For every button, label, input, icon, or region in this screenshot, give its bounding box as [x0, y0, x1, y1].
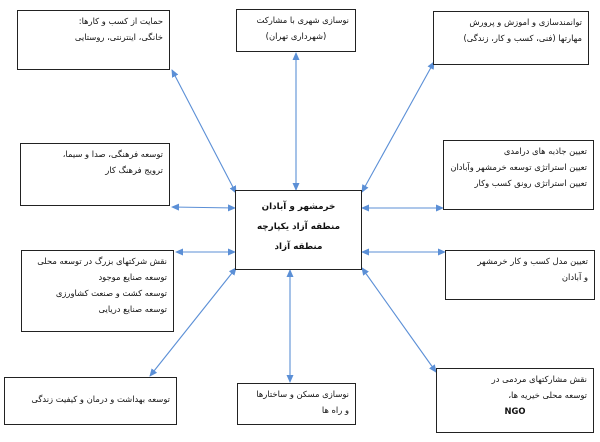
- node-line: تعیین مدل کسب و کار خرمشهر: [477, 256, 588, 266]
- node-line: حمایت از کسب و کارها:: [78, 16, 163, 26]
- node-line: نوسازی شهری با مشارکت: [256, 15, 349, 25]
- node-line: خانگی، اینترنتی، روستایی: [74, 31, 163, 42]
- node-line: تعیین استراتژی رونق کسب وکار: [474, 177, 588, 188]
- central-node-line: منطقه آزاد یکپارچه: [256, 222, 341, 233]
- central-node-line: خرمشهر و آبادان: [261, 202, 336, 212]
- node-line: تعیین استراتژی توسعه خرمشهر وآبادان: [450, 161, 587, 172]
- node-line: نوسازی مسکن و ساختارها: [256, 389, 349, 399]
- node-line: و راه ها: [321, 404, 349, 415]
- node-line: تعیین جاذبه های درامدی: [503, 146, 587, 156]
- node-line: توسعه بهداشت و درمان و کیفیت زندگی: [31, 394, 170, 404]
- node-strategy: تعیین جاذبه های درامدی تعیین استراتژی تو…: [443, 140, 594, 210]
- node-urban-renewal: نوسازی شهری با مشارکت (شهرداری تهران): [236, 9, 356, 52]
- node-line: نقش مشارکتهای مردمی در: [491, 374, 587, 384]
- node-line: توانمندسازی و اموزش و پرورش: [469, 17, 582, 27]
- node-line: و آبادان: [561, 271, 588, 282]
- central-node-line: منطقه آزاد: [274, 242, 323, 253]
- node-housing-renewal: نوسازی مسکن و ساختارها و راه ها: [237, 383, 356, 425]
- central-node-free-zone: خرمشهر و آبادان منطقه آزاد یکپارچه منطقه…: [235, 190, 362, 270]
- node-line: توسعه صنایع موجود: [98, 271, 167, 282]
- node-health-quality: توسعه بهداشت و درمان و کیفیت زندگی: [4, 377, 177, 425]
- node-line: توسعه محلی خیریه ها،: [508, 389, 587, 400]
- node-line: توسعه صنایع دریایی: [98, 303, 167, 314]
- node-line: نقش شرکتهای بزرگ در توسعه محلی: [37, 256, 167, 266]
- connector-arrow-bottom-left: [149, 267, 237, 377]
- connector-arrow-bottom-right: [361, 267, 437, 373]
- node-cultural-development: توسعه فرهنگی، صدا و سیما، ترویج فرهنگ کا…: [20, 143, 170, 206]
- node-line: (شهرداری تهران): [265, 30, 327, 41]
- node-skills-training: توانمندسازی و اموزش و پرورش مهارتها (فنی…: [433, 11, 589, 65]
- node-line: توسعه کشت و صنعت کشاورزی: [55, 287, 167, 298]
- node-line: توسعه فرهنگی، صدا و سیما،: [62, 149, 163, 159]
- node-line: NGO: [504, 405, 526, 416]
- connector-arrow-top-left: [171, 69, 237, 194]
- connector-arrow-mid-left: [171, 203, 236, 212]
- node-large-companies: نقش شرکتهای بزرگ در توسعه محلی توسعه صنا…: [21, 250, 174, 332]
- node-business-model: تعیین مدل کسب و کار خرمشهر و آبادان: [445, 250, 595, 300]
- node-business-support: حمایت از کسب و کارها: خانگی، اینترنتی، ر…: [17, 10, 170, 70]
- node-public-participation: نقش مشارکتهای مردمی در توسعه محلی خیریه …: [436, 368, 594, 433]
- connector-arrow-top-right: [361, 61, 435, 193]
- node-line: ترویج فرهنگ کار: [105, 164, 163, 175]
- node-line: مهارتها (فنی، کسب و کار، زندگی): [463, 32, 583, 43]
